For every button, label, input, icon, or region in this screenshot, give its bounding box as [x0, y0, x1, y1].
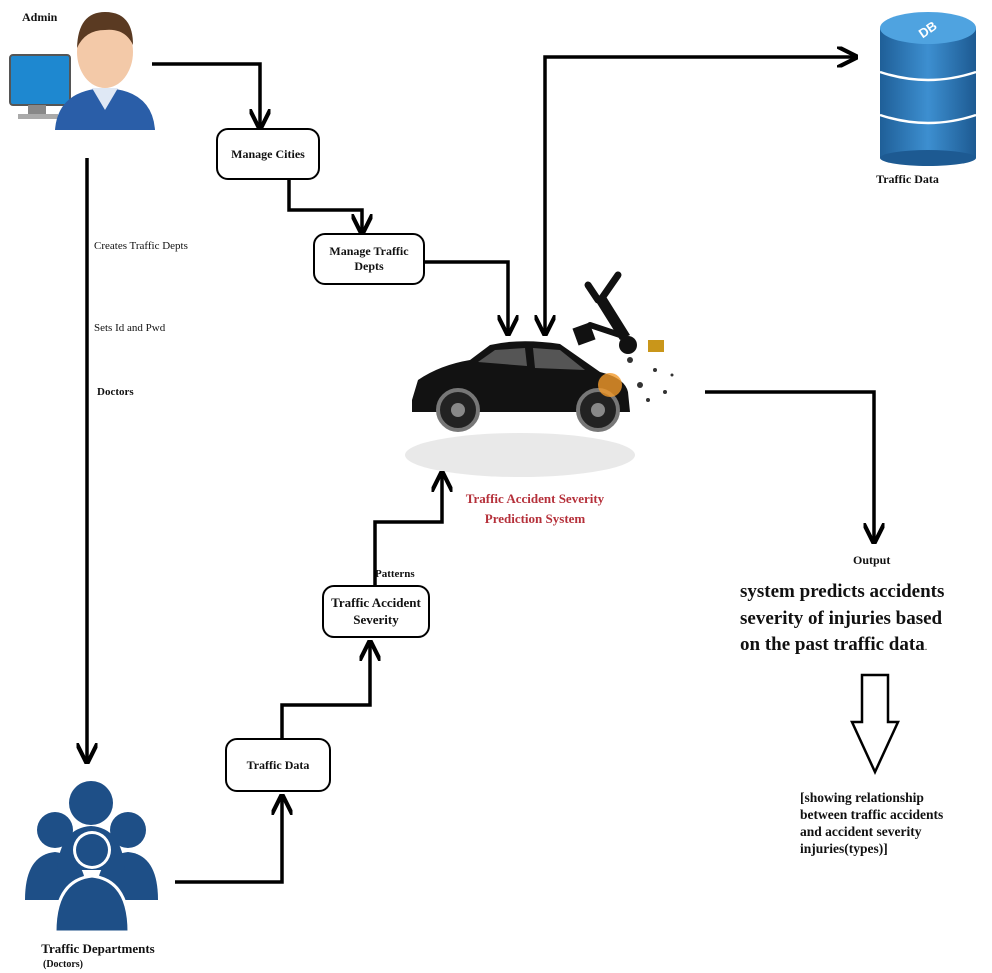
connectors: [87, 57, 874, 884]
traffic-data-box: Traffic Data: [225, 738, 331, 792]
output-line2: severity of injuries based: [740, 607, 943, 629]
system-label: Traffic Accident Severity Prediction Sys…: [440, 489, 630, 529]
system-label-line1: Traffic Accident Severity: [465, 491, 605, 506]
arrow-system-to-output: [705, 390, 874, 542]
admin-label: Admin: [22, 10, 58, 24]
output-description: system predicts accidents severity of in…: [740, 579, 944, 659]
creates-depts-label: Creates Traffic Depts: [94, 240, 188, 252]
output-label: Output: [853, 553, 891, 567]
system-label-line2: Prediction System: [484, 511, 586, 527]
departments-sublabel: (Doctors): [43, 959, 83, 970]
arrow-db-to-system: [545, 57, 856, 334]
patterns-label: Patterns: [375, 568, 415, 580]
doctors-label: Doctors: [97, 386, 134, 398]
database-label: Traffic Data: [876, 172, 939, 186]
relationship-line4: injuries(types)]: [800, 840, 888, 856]
arrow-severity-to-system: [373, 473, 442, 585]
relationship-text: [showing relationship between traffic ac…: [800, 790, 943, 858]
relationship-line2: between traffic accidents: [800, 806, 944, 822]
arrow-depts-to-system: [424, 260, 508, 334]
manage-cities-box: Manage Cities: [216, 128, 320, 180]
sets-id-label: Sets Id and Pwd: [94, 322, 166, 334]
car-crash-illustration: [405, 271, 674, 477]
relationship-line3: and accident severity: [800, 823, 922, 839]
output-line1: system predicts accidents: [740, 581, 945, 602]
arrow-traffic-data-to-severity: [280, 642, 370, 738]
output-period: .: [924, 642, 928, 654]
database-icon: DB: [879, 12, 977, 166]
arrow-admin-to-manage-cities: [152, 62, 260, 128]
arrow-manage-cities-to-depts: [287, 178, 362, 233]
people-icon: [25, 781, 158, 934]
admin-icon: [9, 12, 155, 130]
output-line3: on the past traffic data: [740, 634, 925, 656]
manage-traffic-depts-box: Manage Traffic Depts: [313, 233, 425, 285]
traffic-accident-severity-box: Traffic Accident Severity: [322, 585, 430, 638]
departments-label: Traffic Departments: [41, 941, 155, 956]
hollow-down-arrow: [850, 673, 900, 775]
relationship-line1: [showing relationship: [800, 790, 924, 805]
arrow-departments-to-traffic-data: [175, 796, 282, 884]
